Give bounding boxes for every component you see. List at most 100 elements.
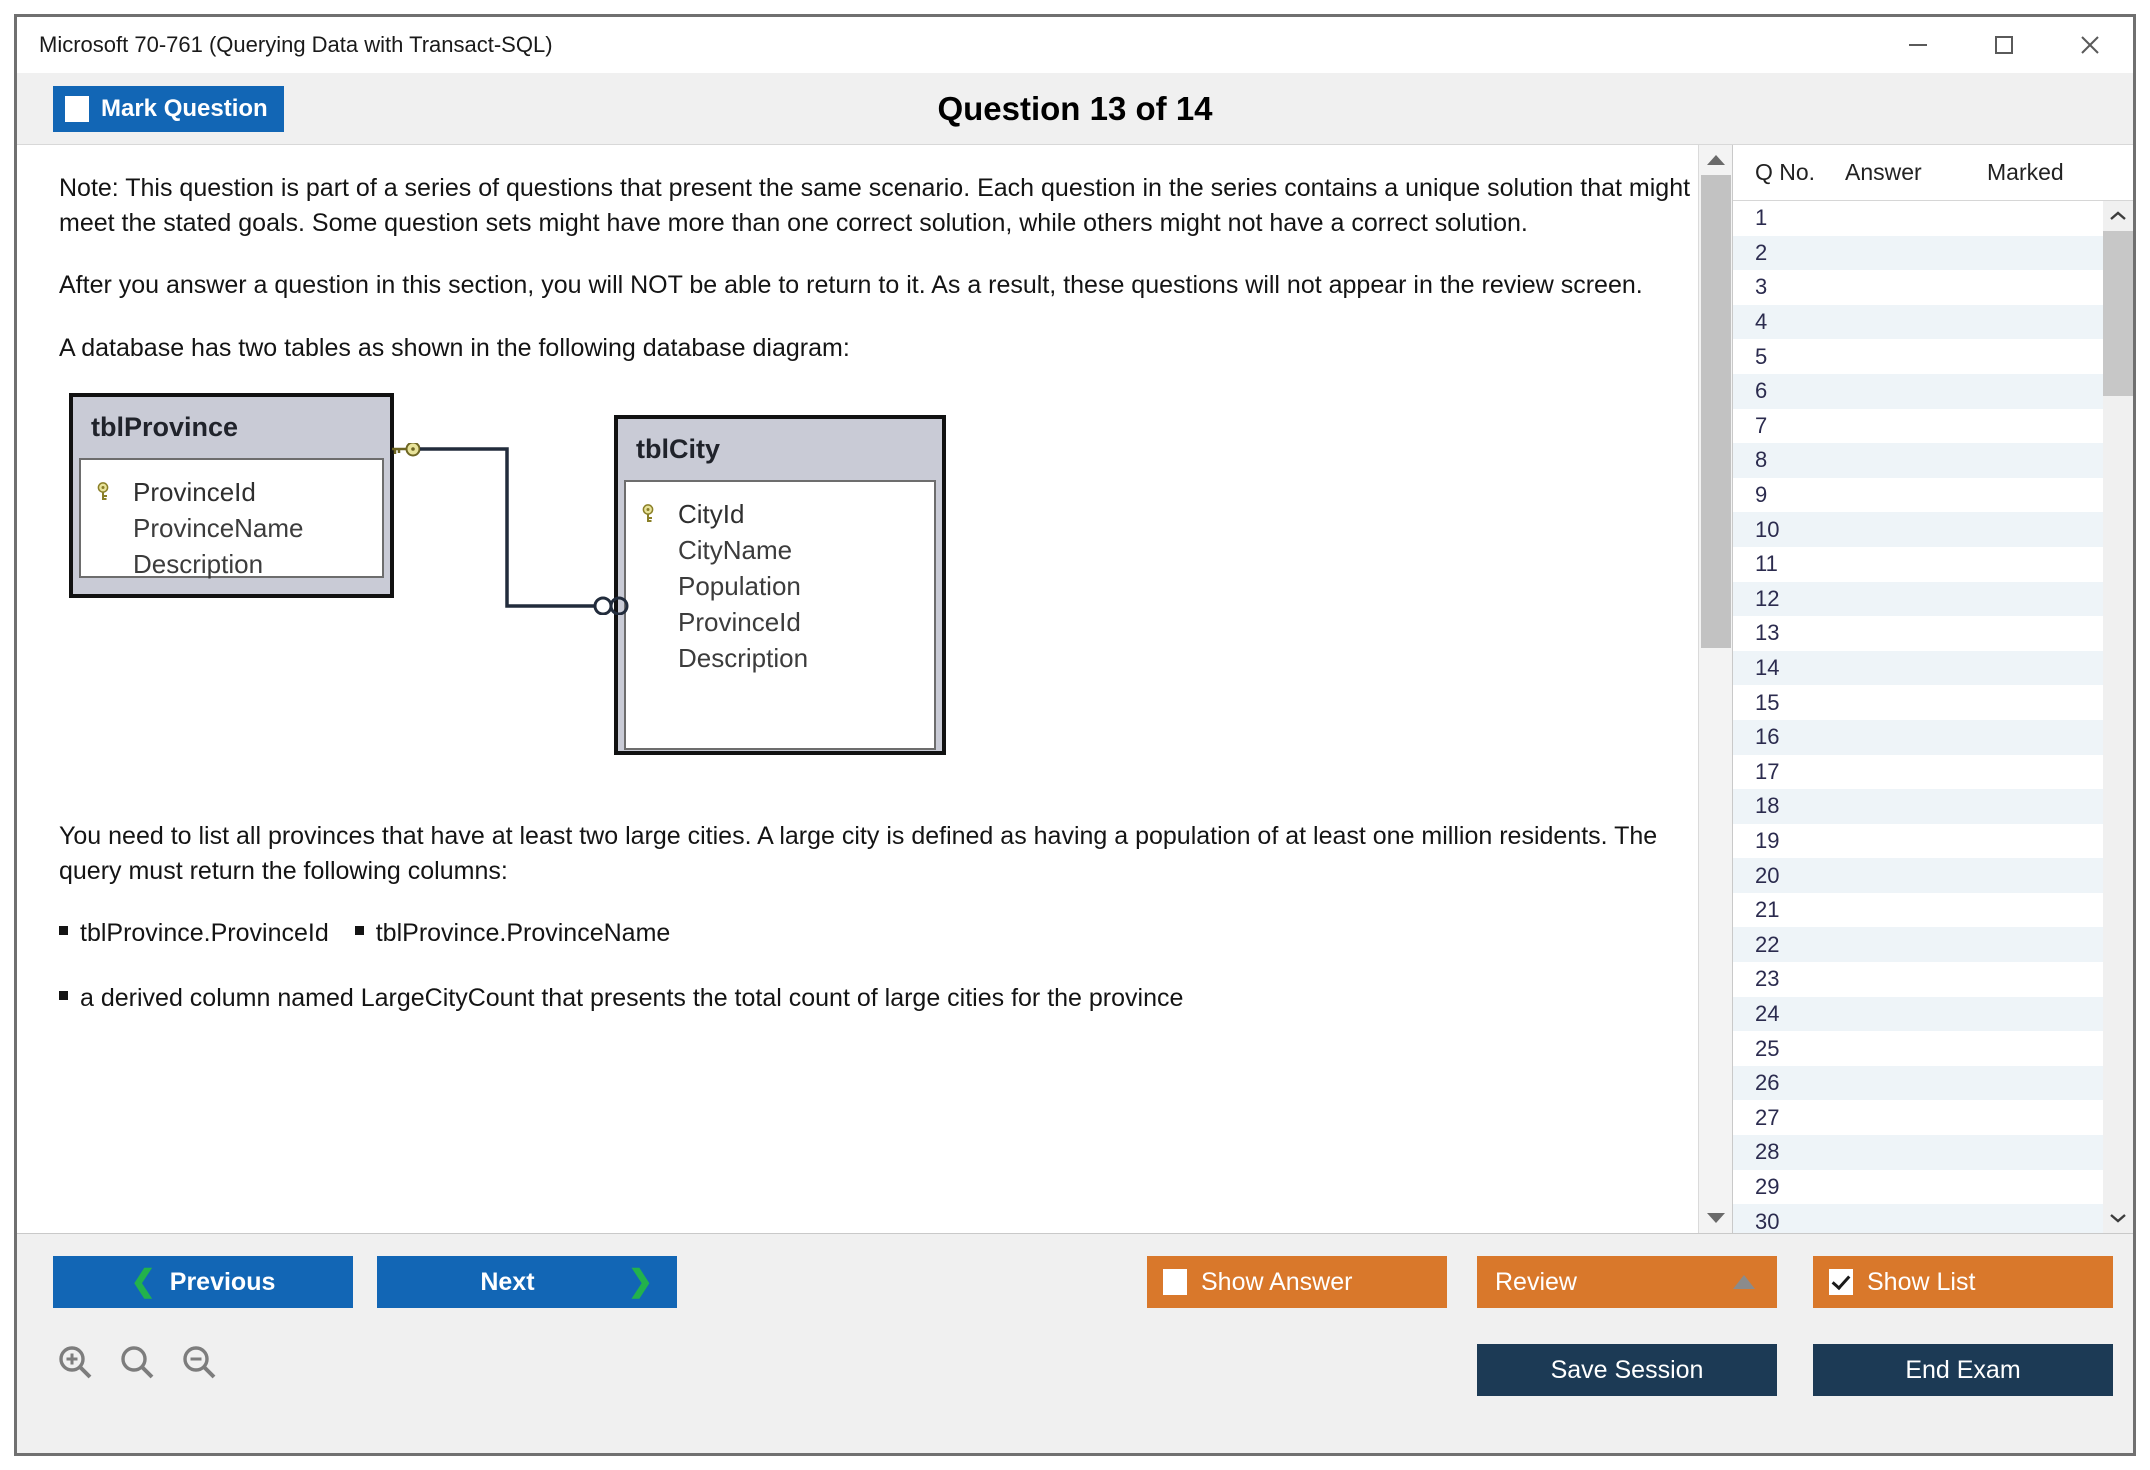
exam-window: Microsoft 70-761 (Querying Data with Tra…: [14, 14, 2136, 1456]
question-number: 9: [1755, 482, 1768, 508]
save-session-button[interactable]: Save Session: [1477, 1344, 1777, 1396]
er-field-label: Description: [133, 548, 264, 579]
question-list-row[interactable]: 22: [1733, 927, 2103, 963]
scroll-down-icon[interactable]: [1699, 1203, 1733, 1233]
question-list-row[interactable]: 17: [1733, 755, 2103, 790]
question-list-row[interactable]: 3: [1733, 270, 2103, 305]
bullet-icon: [59, 990, 68, 1000]
infinity-icon: [593, 596, 629, 615]
scrollbar-thumb[interactable]: [1700, 175, 1731, 648]
question-number: 26: [1755, 1070, 1780, 1096]
er-table-fields: ProvinceId ProvinceName Description: [79, 458, 384, 579]
question-list-row[interactable]: 18: [1733, 789, 2103, 824]
show-answer-checkbox[interactable]: [1163, 1269, 1187, 1295]
key-icon: [640, 503, 666, 525]
question-list-row[interactable]: 6: [1733, 373, 2103, 409]
question-list-row[interactable]: 25: [1733, 1031, 2103, 1066]
review-dropdown-button[interactable]: Review: [1477, 1256, 1777, 1308]
question-list-row[interactable]: 24: [1733, 996, 2103, 1032]
question-list-row[interactable]: 23: [1733, 962, 2103, 997]
question-number: 27: [1755, 1104, 1780, 1130]
maximize-icon[interactable]: [1961, 17, 2047, 73]
scroll-up-icon[interactable]: [1699, 145, 1733, 175]
zoom-reset-icon[interactable]: [117, 1342, 157, 1382]
question-list-row[interactable]: 12: [1733, 581, 2103, 617]
question-list-row[interactable]: 9: [1733, 478, 2103, 513]
question-list-row[interactable]: 13: [1733, 616, 2103, 651]
er-table-tblprovince: tblProvince ProvinceI: [69, 393, 394, 598]
er-field-row: ProvinceId: [640, 604, 920, 640]
bullet-icon: [59, 926, 68, 935]
scrollbar-track[interactable]: [2103, 231, 2133, 1203]
question-list-row[interactable]: 1: [1733, 201, 2103, 236]
question-list-row[interactable]: 28: [1733, 1135, 2103, 1170]
scrollbar-thumb[interactable]: [2103, 231, 2133, 397]
er-table-title: tblCity: [624, 425, 936, 481]
question-list-row[interactable]: 8: [1733, 443, 2103, 478]
question-list-row[interactable]: 29: [1733, 1170, 2103, 1205]
question-number: 24: [1755, 1000, 1780, 1026]
question-number: 20: [1755, 862, 1780, 888]
show-list-checkbox[interactable]: [1829, 1269, 1853, 1295]
question-number: 25: [1755, 1035, 1780, 1061]
show-list-button[interactable]: Show List: [1813, 1256, 2113, 1308]
question-number: 6: [1755, 378, 1768, 404]
question-number: 12: [1755, 585, 1780, 611]
er-field-label: Population: [678, 570, 801, 601]
derived-column-list: a derived column named LargeCityCount th…: [59, 981, 1700, 1016]
question-list-row[interactable]: 30: [1733, 1204, 2103, 1233]
question-list-row[interactable]: 16: [1733, 719, 2103, 755]
er-field-row: Population: [640, 568, 920, 604]
next-button[interactable]: Next ❯: [377, 1256, 677, 1308]
scrollbar-track[interactable]: [1699, 175, 1733, 1203]
er-field-label: Description: [678, 642, 809, 673]
scroll-up-icon[interactable]: [2103, 201, 2133, 231]
question-number: 7: [1755, 412, 1768, 438]
question-list-row[interactable]: 27: [1733, 1100, 2103, 1135]
er-table-fields: CityId CityName Population: [624, 480, 936, 751]
question-list-scrollbar[interactable]: [2103, 201, 2133, 1233]
er-field-label: ProvinceName: [133, 512, 304, 543]
window-controls: [1875, 17, 2133, 73]
minimize-icon[interactable]: [1875, 17, 1961, 73]
er-table-tblcity: tblCity CityId: [614, 415, 946, 755]
question-list-row[interactable]: 20: [1733, 858, 2103, 893]
question-list-row[interactable]: 10: [1733, 512, 2103, 547]
close-icon[interactable]: [2047, 17, 2133, 73]
mark-question-checkbox[interactable]: [65, 95, 89, 122]
question-list-row[interactable]: 2: [1733, 235, 2103, 271]
question-list-row[interactable]: 21: [1733, 893, 2103, 928]
show-answer-button[interactable]: Show Answer: [1147, 1256, 1447, 1308]
question-number: 8: [1755, 447, 1768, 473]
question-number: 13: [1755, 620, 1780, 646]
required-columns-list: tblProvince.ProvinceId tblProvince.Provi…: [59, 916, 1700, 951]
zoom-out-icon[interactable]: [179, 1342, 219, 1382]
zoom-in-icon[interactable]: [55, 1342, 95, 1382]
question-list-row[interactable]: 7: [1733, 409, 2103, 444]
question-pane-scrollbar[interactable]: [1698, 145, 1732, 1233]
question-number: 1: [1755, 205, 1768, 231]
question-pane: Note: This question is part of a series …: [17, 145, 1733, 1233]
question-number: 14: [1755, 655, 1780, 681]
question-list-row[interactable]: 26: [1733, 1065, 2103, 1101]
footer-toolbar: ❮ Previous Next ❯ Show Answer Review Sho…: [17, 1233, 2133, 1453]
question-list-row[interactable]: 11: [1733, 547, 2103, 582]
er-field-row: CityId: [640, 496, 920, 532]
question-requirement: You need to list all provinces that have…: [59, 822, 1658, 885]
end-exam-button[interactable]: End Exam: [1813, 1344, 2113, 1396]
bullet-icon: [354, 926, 364, 935]
question-number: 23: [1755, 966, 1780, 992]
question-list-row[interactable]: 4: [1733, 304, 2103, 340]
question-list-row[interactable]: 14: [1733, 650, 2103, 686]
question-list-row[interactable]: 5: [1733, 339, 2103, 374]
previous-button[interactable]: ❮ Previous: [53, 1256, 353, 1308]
question-list-row[interactable]: 19: [1733, 824, 2103, 859]
er-field-row: ProvinceId: [95, 474, 368, 510]
question-list-row[interactable]: 15: [1733, 685, 2103, 720]
mark-question-button[interactable]: Mark Question: [53, 85, 284, 132]
scroll-down-icon[interactable]: [2103, 1203, 2133, 1233]
question-number: 3: [1755, 274, 1768, 300]
question-number: 22: [1755, 931, 1780, 957]
